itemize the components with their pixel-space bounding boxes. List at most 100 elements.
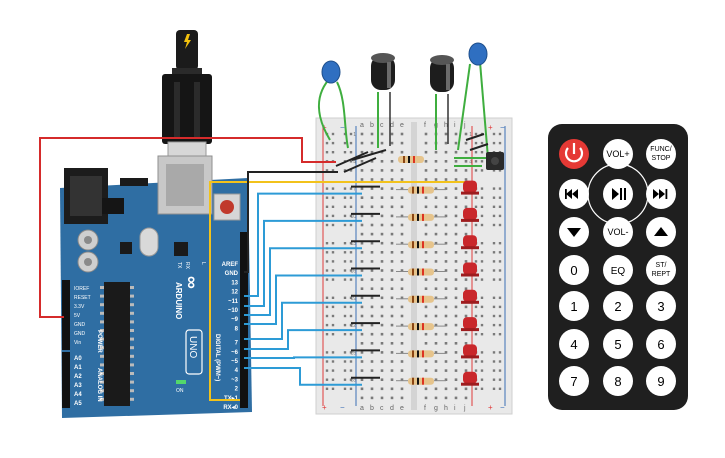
digit-4-label: 4 [570, 337, 577, 352]
wire-signal-blue[interactable] [244, 356, 362, 359]
voltage-regulator [102, 198, 124, 214]
reset-button-cap[interactable] [220, 200, 234, 214]
pin-label-7: 7 [235, 341, 239, 347]
bb-row-label: 10 [350, 214, 356, 220]
resistor[interactable] [396, 350, 446, 358]
remote-power-button[interactable] [559, 139, 589, 169]
remote-9-button[interactable]: 9 [646, 366, 676, 396]
remote-6-button[interactable]: 6 [646, 329, 676, 359]
pin-label-10: ~10 [228, 308, 239, 314]
resistor-top[interactable] [398, 156, 424, 163]
resistor[interactable] [396, 377, 446, 385]
red-led[interactable] [461, 317, 479, 332]
ir-remote[interactable]: VOL+ FUNC/ STOP [548, 124, 688, 410]
electrolytic-capacitor-1[interactable] [371, 53, 395, 90]
bb-row-label: 19 [350, 296, 356, 302]
remote-2-button[interactable]: 2 [603, 291, 633, 321]
remote-vol-up-button[interactable]: VOL+ [603, 139, 633, 169]
wire-signal-blue[interactable] [244, 219, 362, 307]
ceramic-capacitor-left[interactable] [321, 60, 341, 84]
remote-eq-button[interactable]: EQ [603, 255, 633, 285]
remote-1-button[interactable]: 1 [559, 291, 589, 321]
remote-4-button[interactable]: 4 [559, 329, 589, 359]
red-led[interactable] [461, 371, 479, 386]
digit-6-label: 6 [657, 337, 664, 352]
rail-minus-label-bottom-right: − [500, 403, 505, 412]
resistor[interactable] [396, 213, 446, 221]
resistor[interactable] [396, 241, 446, 249]
bb-col-label-bottom: b [370, 405, 374, 412]
resistor[interactable] [396, 295, 446, 303]
usb-cable[interactable] [162, 30, 212, 157]
wire-signal-blue[interactable] [244, 329, 362, 350]
bb-row-label: 1 [469, 132, 472, 138]
usb-metal-shell [167, 141, 207, 157]
remote-up-button[interactable] [646, 217, 676, 247]
wire-signal-blue[interactable] [244, 274, 362, 325]
l-led-label: L [200, 262, 206, 265]
remote-prev-button[interactable] [559, 179, 589, 209]
wire-signal-blue[interactable] [244, 301, 362, 340]
bb-col-label-top: a [360, 122, 364, 129]
pin-label-tx1: TX▸1 [224, 396, 239, 402]
pin-label-a5: A5 [74, 401, 82, 407]
pin-label-reset: RESET [74, 295, 91, 301]
wire-signal-blue[interactable] [244, 247, 362, 316]
bb-col-label-bottom: i [454, 405, 456, 412]
red-led[interactable] [461, 180, 479, 195]
wire-signal-blue[interactable] [244, 192, 362, 297]
red-led[interactable] [461, 344, 479, 359]
remote-play-pause-button[interactable] [603, 179, 633, 209]
remote-5-button[interactable]: 5 [603, 329, 633, 359]
rewind-icon [565, 189, 578, 199]
wire-green-6[interactable] [479, 61, 489, 159]
bb-col-label-bottom: e [400, 405, 404, 412]
pin-label-13: 13 [231, 280, 238, 286]
pin-label-gnd: GND [225, 271, 239, 277]
red-led[interactable] [461, 289, 479, 304]
wire-green-5[interactable] [457, 63, 471, 151]
pin-label-12: 12 [231, 290, 238, 296]
rail-minus-label-top-right: − [500, 123, 505, 132]
wire-signal-yellow[interactable] [209, 181, 468, 401]
rail-minus-label-bottom-left: − [340, 403, 345, 412]
analog-header [62, 352, 70, 408]
pin-label-3v3: 3.3V [74, 304, 85, 310]
digit-1-label: 1 [570, 299, 577, 314]
digit-9-label: 9 [657, 374, 664, 389]
ir-receiver[interactable] [486, 152, 504, 170]
remote-vol-down-button[interactable]: VOL- [603, 217, 633, 247]
vol-down-label: VOL- [607, 227, 628, 237]
resistor[interactable] [396, 323, 446, 331]
remote-func-stop-button[interactable]: FUNC/ STOP [646, 139, 676, 169]
remote-next-button[interactable] [646, 179, 676, 209]
arduino-uno-board[interactable]: IOREF RESET 3.3V 5V GND GND Vin POWER A0… [60, 155, 252, 418]
play-pause-icon [612, 188, 626, 200]
atmega-chip [104, 282, 130, 406]
wire-gnd-black[interactable] [244, 171, 338, 273]
bb-col-label-top: f [424, 122, 426, 129]
bb-row-label: 16 [350, 269, 356, 275]
remote-st-rept-button[interactable]: ST/ REPT [646, 255, 676, 285]
bb-row-label: 22 [350, 323, 356, 329]
resistor[interactable] [396, 268, 446, 276]
remote-3-button[interactable]: 3 [646, 291, 676, 321]
electrolytic-capacitor-2[interactable] [430, 55, 454, 92]
bb-col-label-top: j [463, 122, 466, 129]
ceramic-capacitor-right[interactable] [468, 42, 488, 66]
remote-7-button[interactable]: 7 [559, 366, 589, 396]
wire-green-2[interactable] [336, 81, 349, 149]
func-stop-label-line-1: FUNC/ [650, 146, 671, 153]
remote-8-button[interactable]: 8 [603, 366, 633, 396]
remote-0-button[interactable]: 0 [559, 255, 589, 285]
wire-5v-red[interactable] [39, 137, 336, 318]
red-led[interactable] [461, 262, 479, 277]
pin-label-6: ~6 [231, 350, 239, 356]
remote-down-button[interactable] [559, 217, 589, 247]
resistor[interactable] [396, 186, 446, 194]
red-led[interactable] [461, 235, 479, 250]
red-led[interactable] [461, 207, 479, 222]
wire-signal-blue[interactable] [244, 367, 362, 386]
